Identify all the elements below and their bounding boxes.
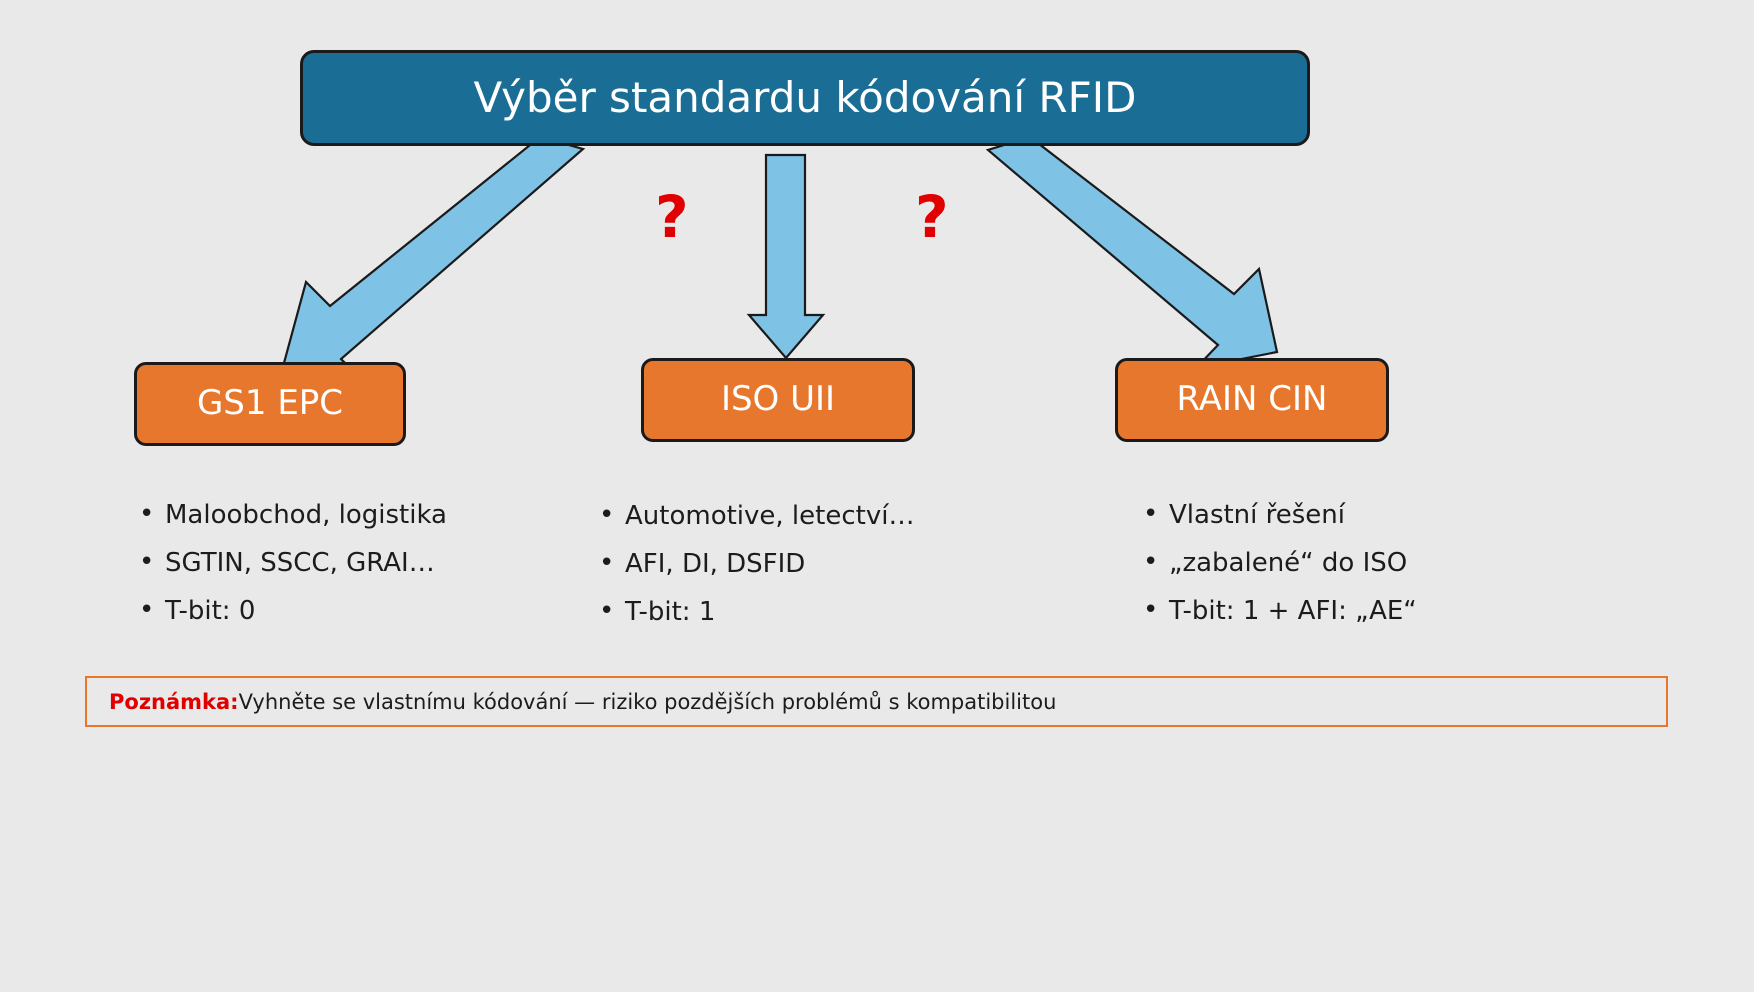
arrow-title-to-rain (985, 135, 1279, 370)
list-item: Maloobchod, logistika (137, 499, 447, 530)
list-item: T-bit: 0 (137, 595, 447, 626)
node-iso-uii-label: ISO UII (720, 379, 836, 420)
bullet-column-iso: Automotive, letectví… AFI, DI, DSFID T-b… (597, 500, 914, 645)
list-item: T-bit: 1 + AFI: „AE“ (1141, 595, 1417, 626)
note-text: Vyhněte se vlastnímu kódování — riziko p… (238, 689, 1057, 714)
bullet-column-gs1: Maloobchod, logistika SGTIN, SSCC, GRAI…… (137, 499, 447, 644)
arrow-title-to-gs1 (282, 135, 586, 386)
node-iso-uii[interactable]: ISO UII (641, 358, 915, 442)
note-label: Poznámka: (109, 689, 239, 714)
arrow-title-to-iso (746, 153, 826, 360)
node-gs1-epc[interactable]: GS1 EPC (134, 362, 406, 446)
list-item: T-bit: 1 (597, 596, 914, 627)
title-box: Výběr standardu kódování RFID (300, 50, 1310, 146)
bullet-column-rain: Vlastní řešení „zabalené“ do ISO T-bit: … (1141, 499, 1417, 644)
list-item: Automotive, letectví… (597, 500, 914, 531)
question-mark-right: ? (915, 183, 949, 251)
title-text: Výběr standardu kódování RFID (473, 72, 1137, 122)
node-rain-cin-label: RAIN CIN (1176, 379, 1328, 420)
list-item: Vlastní řešení (1141, 499, 1417, 530)
list-item: SGTIN, SSCC, GRAI… (137, 547, 447, 578)
list-item: AFI, DI, DSFID (597, 548, 914, 579)
note-bar: Poznámka: Vyhněte se vlastnímu kódování … (85, 676, 1668, 727)
node-gs1-epc-label: GS1 EPC (196, 383, 344, 424)
question-mark-left: ? (655, 183, 689, 251)
node-rain-cin[interactable]: RAIN CIN (1115, 358, 1389, 442)
list-item: „zabalené“ do ISO (1141, 547, 1417, 578)
